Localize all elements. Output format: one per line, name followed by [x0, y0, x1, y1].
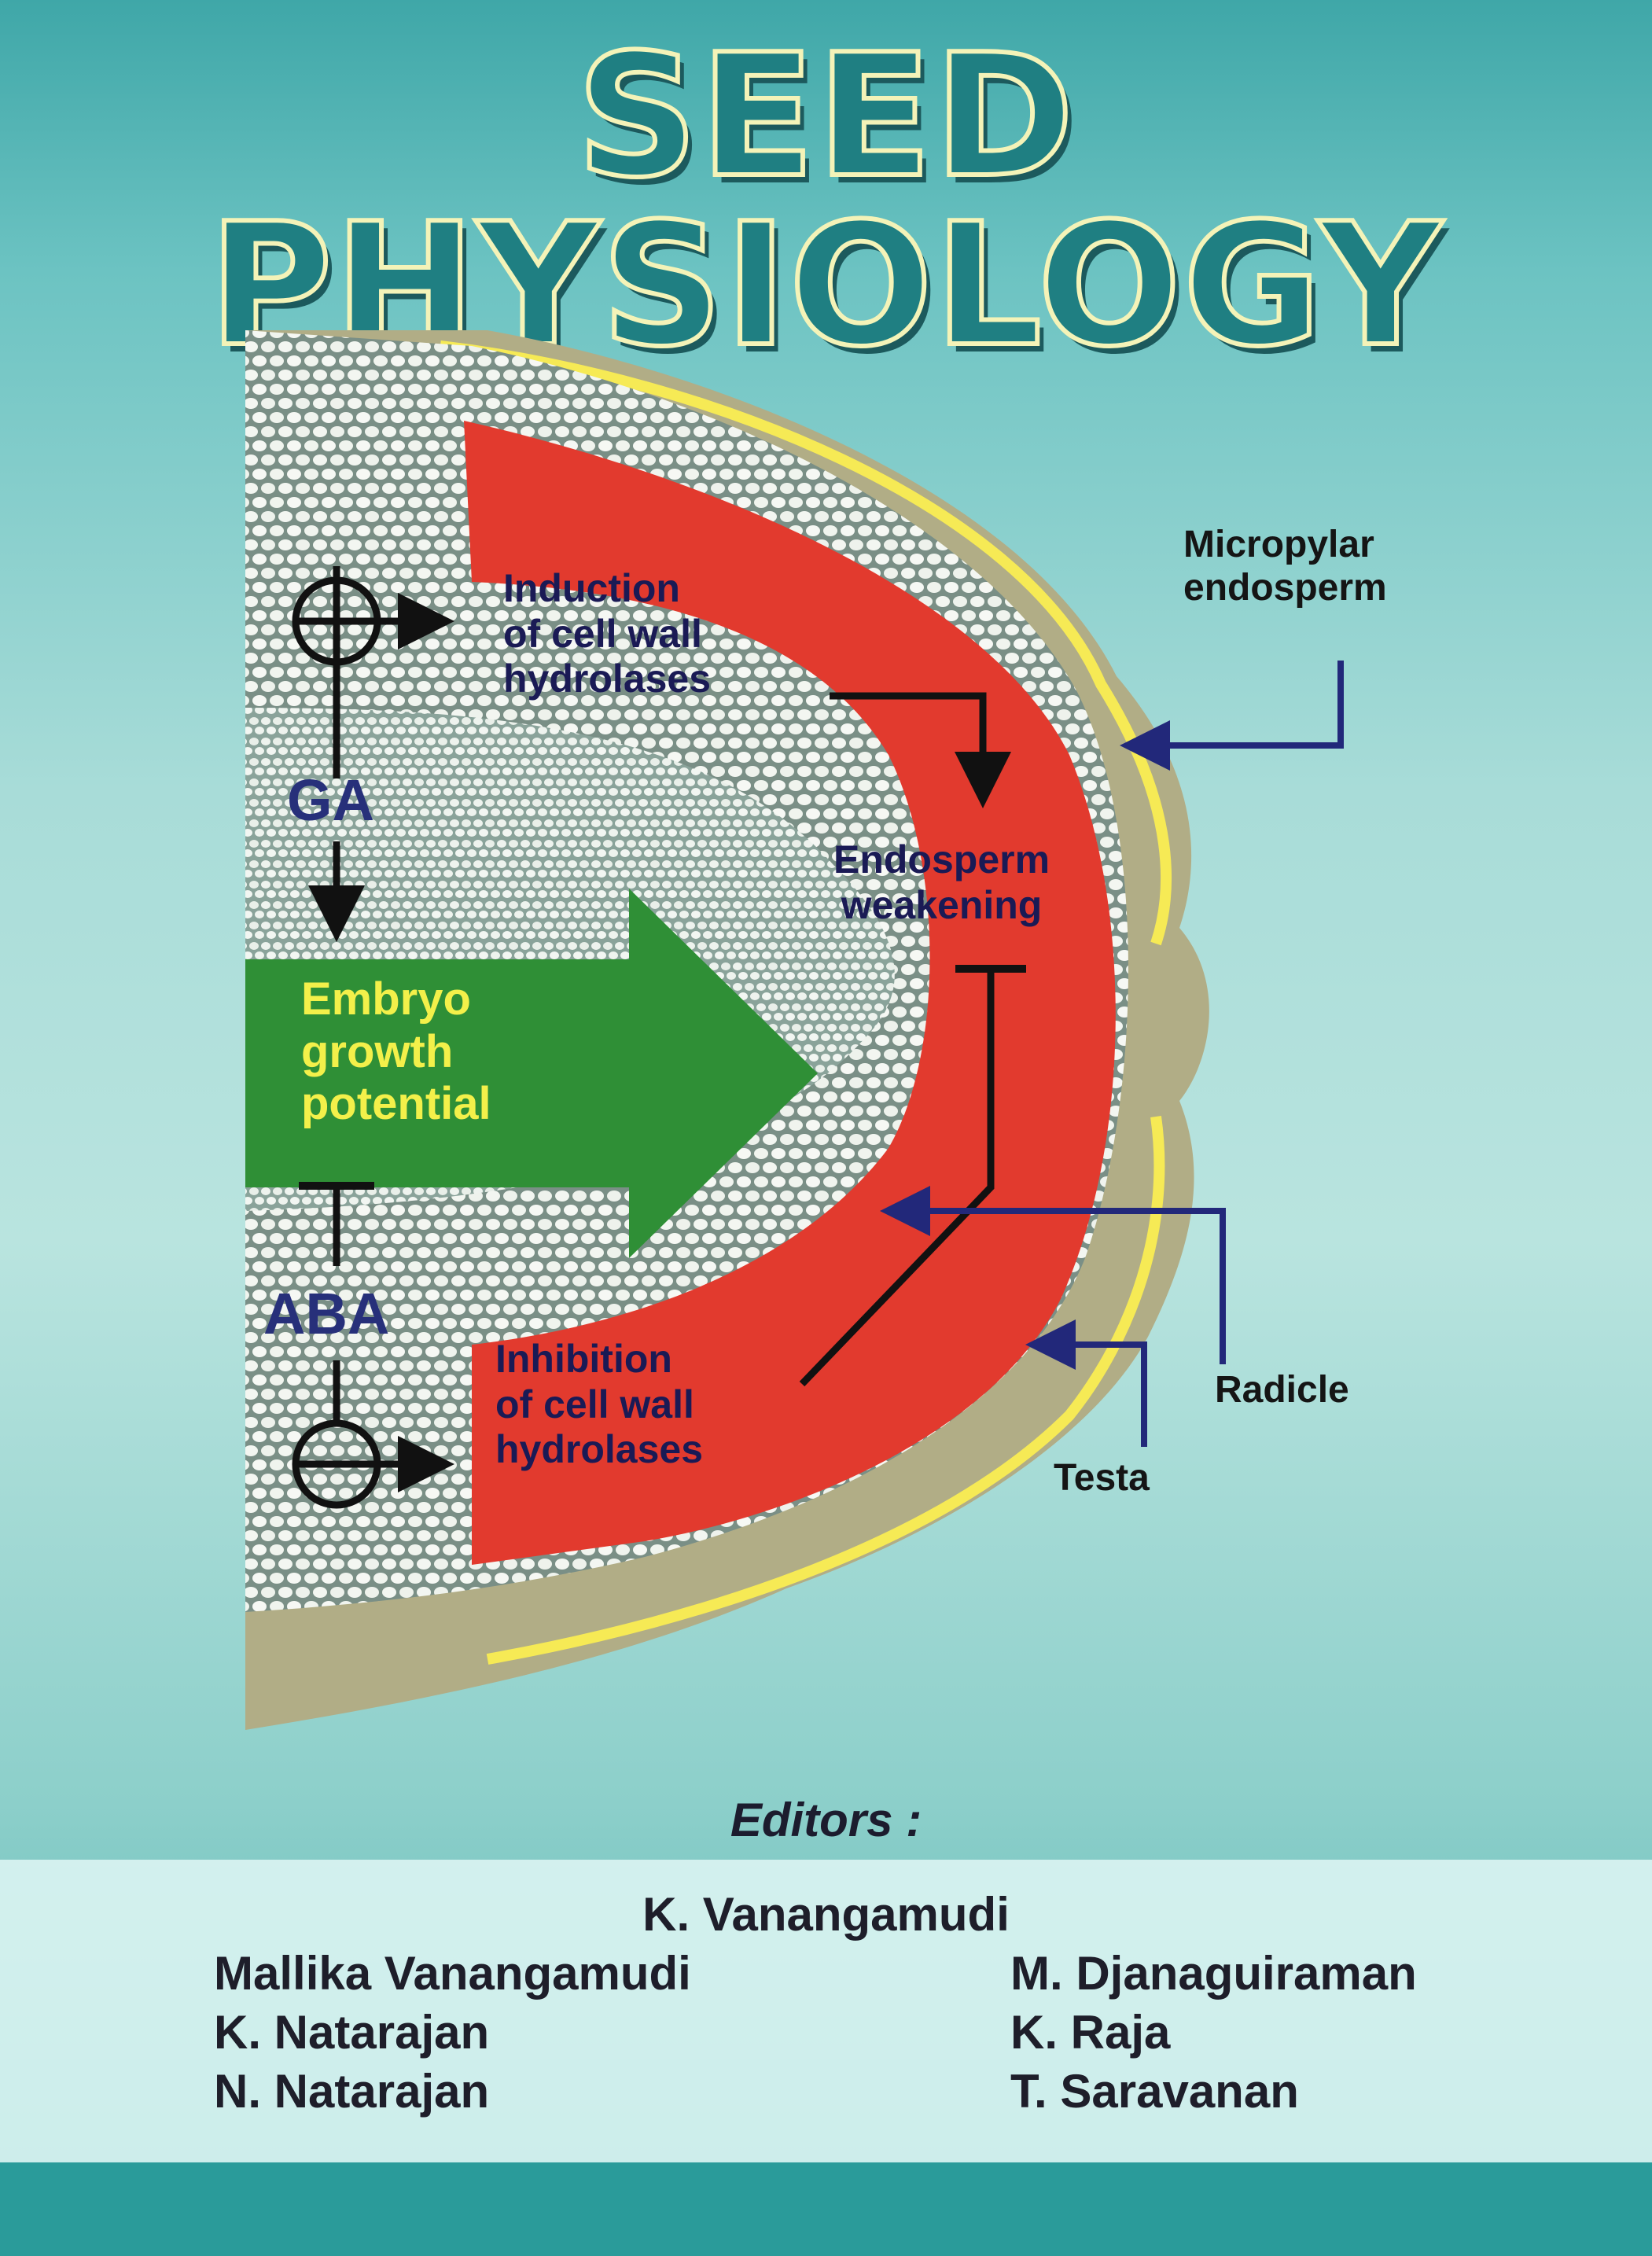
micropylar-line-1: Micropylar: [1183, 524, 1374, 565]
inhibition-line-2: of cell wall: [495, 1382, 694, 1426]
inhibition-line-1: Inhibition: [495, 1337, 672, 1381]
weakening-label: Endosperm weakening: [833, 837, 1050, 928]
micropylar-endosperm: [464, 421, 1116, 1565]
embryo-line-1: Embryo: [301, 973, 471, 1025]
aba-label: ABA: [263, 1281, 390, 1346]
editor-right-3: T. Saravanan: [1010, 2065, 1299, 2118]
weakening-line-2: weakening: [841, 882, 1043, 927]
editor-right-1: M. Djanaguiraman: [1010, 1947, 1417, 2000]
inhibition-label: Inhibition of cell wall hydrolases: [495, 1337, 703, 1473]
weakening-line-1: Endosperm: [833, 837, 1050, 881]
radicle-label: Radicle: [1215, 1369, 1349, 1411]
induction-line-3: hydrolases: [503, 657, 712, 701]
embryo-line-2: growth: [301, 1025, 454, 1077]
testa-rim: [440, 340, 1172, 946]
editors-band: [0, 1860, 1652, 2162]
ga-label: GA: [287, 767, 374, 833]
embryo-line-3: potential: [301, 1078, 491, 1130]
induction-line-1: Induction: [503, 566, 680, 610]
micropylar-line-2: endosperm: [1183, 567, 1387, 609]
bottom-strip: [0, 2162, 1652, 2256]
editors-heading: Editors :: [730, 1794, 922, 1846]
editor-lead: K. Vanangamudi: [642, 1888, 1010, 1941]
editor-left-2: K. Natarajan: [214, 2006, 490, 2059]
editor-left-1: Mallika Vanangamudi: [214, 1947, 691, 2000]
embryo-label: Embryo growth potential: [301, 973, 491, 1131]
embryo-arrow: [245, 889, 818, 1258]
editor-left-3: N. Natarajan: [214, 2065, 490, 2118]
testa-label: Testa: [1054, 1457, 1150, 1499]
induction-line-2: of cell wall: [503, 611, 702, 656]
editor-right-2: K. Raja: [1010, 2006, 1171, 2059]
micropylar-label: Micropylar endosperm: [1183, 523, 1387, 609]
induction-label: Induction of cell wall hydrolases: [503, 566, 711, 702]
inhibition-line-3: hydrolases: [495, 1427, 704, 1471]
